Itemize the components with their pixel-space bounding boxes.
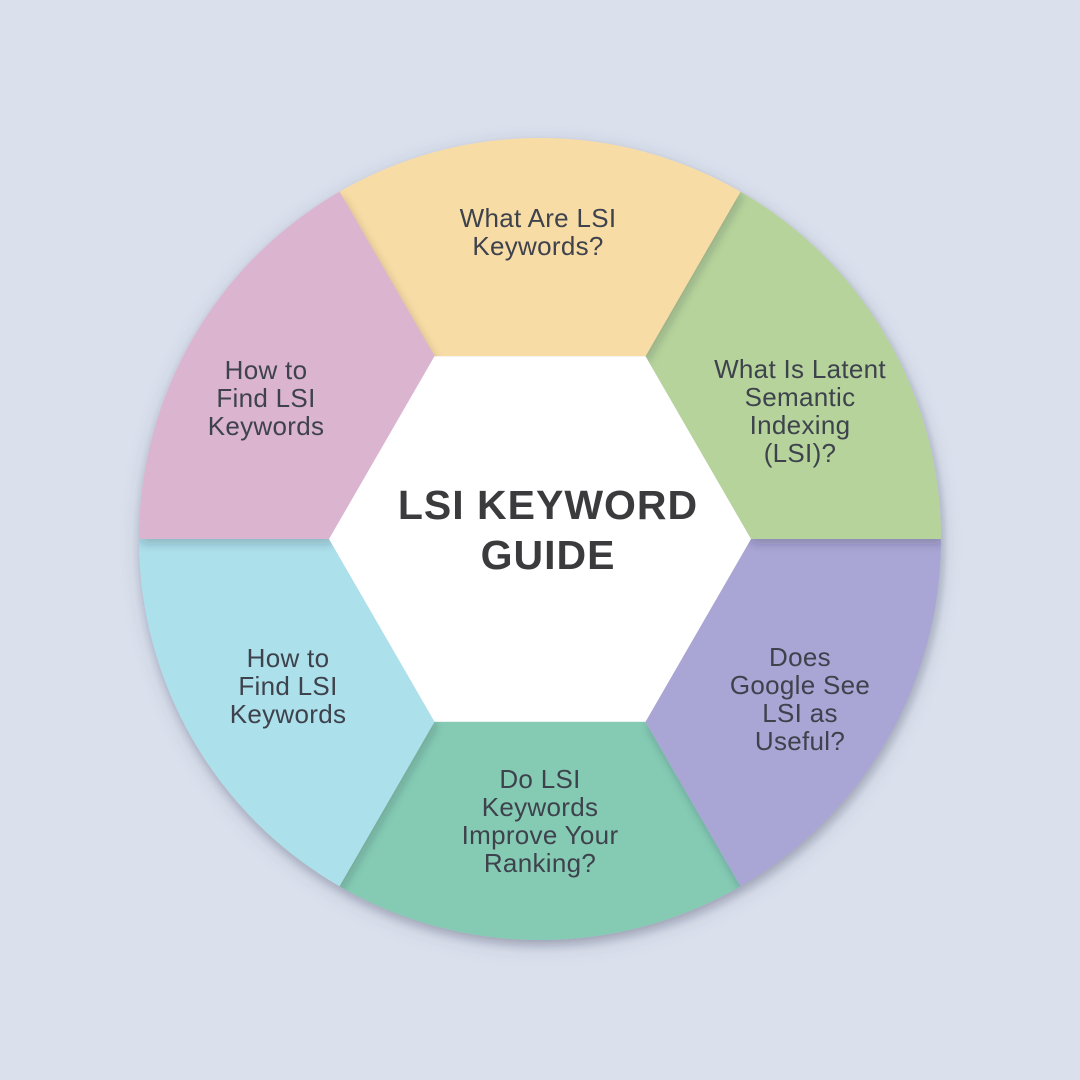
segment-top — [339, 137, 741, 357]
segment-top-left — [138, 191, 435, 539]
center-hexagon — [329, 356, 751, 722]
diagram-wheel — [138, 137, 941, 941]
segment-bottom — [339, 721, 741, 941]
segment-bottom-left — [139, 539, 435, 887]
segment-bottom-right — [645, 539, 941, 887]
segment-top-right — [645, 191, 941, 539]
